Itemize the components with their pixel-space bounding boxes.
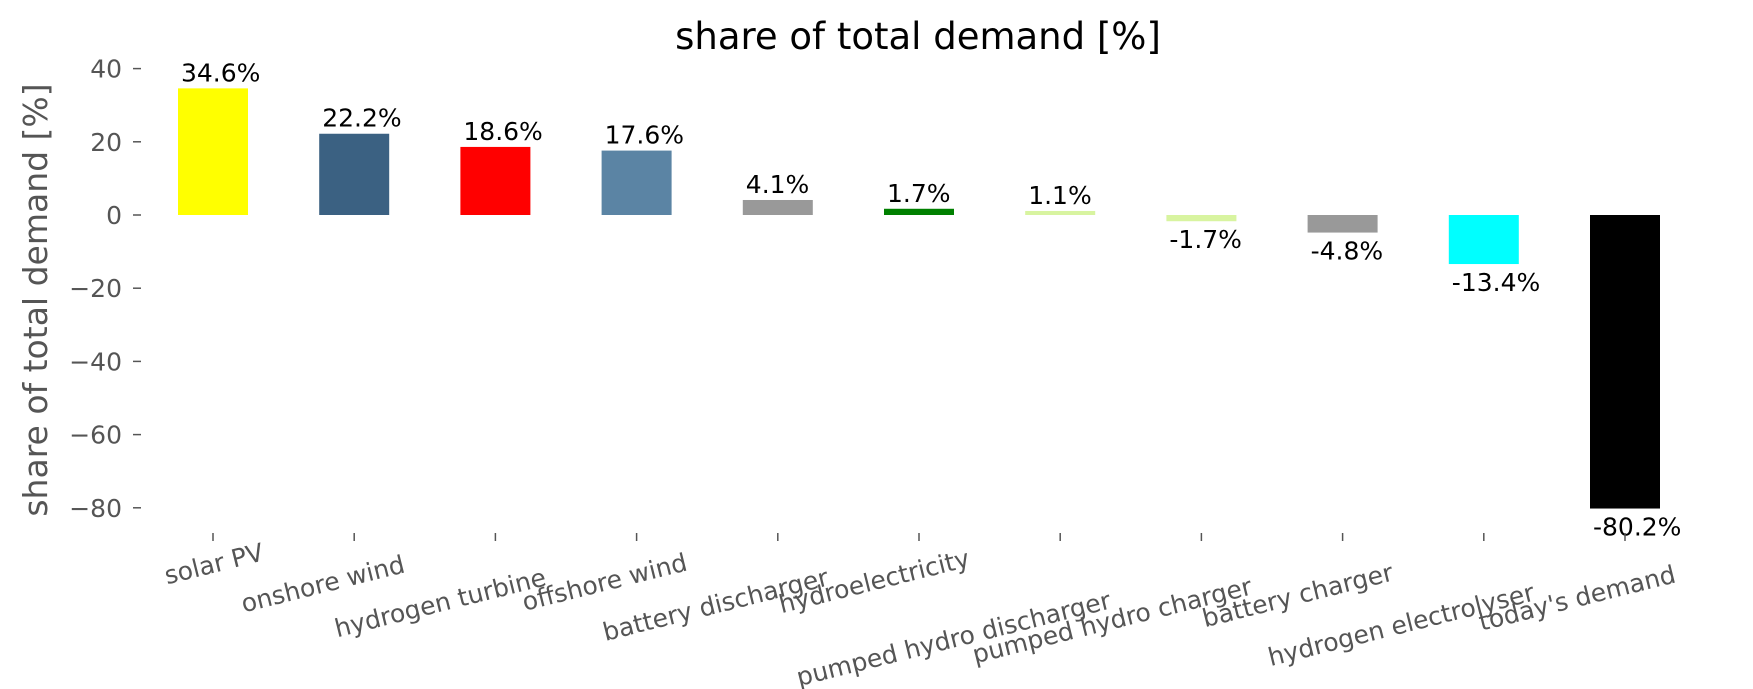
bar — [178, 88, 248, 215]
x-tick-label: solar PV — [161, 538, 266, 591]
bar — [1448, 215, 1519, 265]
data-label: -13.4% — [1452, 268, 1540, 297]
data-label: 34.6% — [181, 58, 260, 87]
bar — [1590, 215, 1660, 509]
data-label: 4.1% — [746, 170, 810, 199]
y-tick-label: 0 — [106, 201, 122, 230]
data-label: 18.6% — [463, 117, 542, 146]
data-label: 22.2% — [322, 104, 401, 133]
bar — [1025, 210, 1096, 215]
data-label: 17.6% — [605, 121, 684, 150]
y-tick-label: 40 — [90, 55, 122, 84]
y-axis: 40 20 0 −20 −40 −60 −80 — [69, 55, 141, 523]
data-label: 1.7% — [887, 179, 951, 208]
y-axis-label: share of total demand [%] — [16, 83, 55, 516]
bar — [884, 208, 954, 215]
y-tick-label: −60 — [69, 421, 122, 450]
bar — [1166, 215, 1237, 222]
bar — [1307, 215, 1378, 233]
data-label: -4.8% — [1311, 237, 1384, 266]
data-label: -1.7% — [1169, 225, 1242, 254]
chart-title: share of total demand [%] — [675, 15, 1161, 58]
bar — [460, 146, 531, 215]
y-tick-label: −40 — [69, 347, 122, 376]
y-tick-label: −20 — [69, 274, 122, 303]
data-label: 1.1% — [1028, 181, 1092, 210]
bars — [178, 88, 1660, 509]
bar — [601, 150, 672, 215]
bar — [742, 199, 813, 215]
data-label: -80.2% — [1593, 513, 1681, 542]
y-tick-label: −80 — [69, 494, 122, 523]
y-tick-label: 20 — [90, 128, 122, 157]
bar — [319, 133, 390, 215]
data-labels: 34.6% 22.2% 18.6% 17.6% 4.1% 1.7% 1.1% -1.7% -4.… — [181, 58, 1681, 541]
